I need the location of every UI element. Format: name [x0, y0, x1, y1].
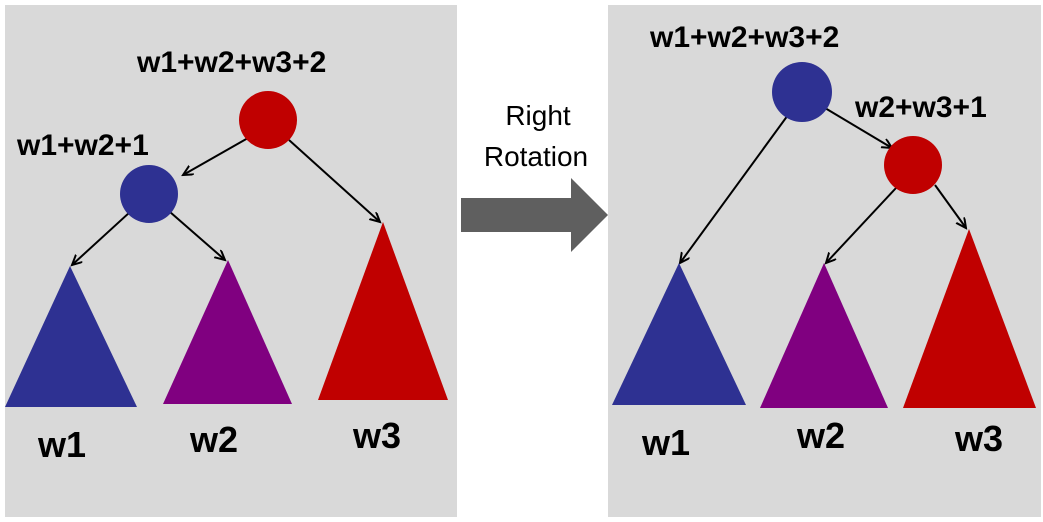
right-subtree-w1-triangle [612, 263, 746, 405]
left-child-node [120, 165, 178, 223]
left-panel: w1+w2+w3+2 w1+w2+1 w1 w2 w3 [5, 5, 457, 517]
right-subtree-w2-triangle [760, 263, 888, 408]
right-root-node [772, 62, 832, 122]
left-edge-root-to-child [183, 137, 249, 175]
right-child-label: w2+w3+1 [854, 91, 987, 124]
arrow-caption-line2: Rotation [484, 141, 588, 172]
left-root-node [239, 91, 297, 149]
right-root-label: w1+w2+w3+2 [649, 21, 839, 54]
left-child-label: w1+w2+1 [16, 129, 149, 162]
right-arrow-icon [461, 178, 608, 252]
left-edge-root-to-w3 [288, 139, 380, 222]
left-w1-label: w1 [37, 424, 86, 465]
right-child-node [884, 136, 942, 194]
right-edge-child-to-w2 [826, 187, 897, 263]
left-w2-label: w2 [189, 419, 238, 460]
left-edge-child-to-w2 [169, 211, 225, 260]
left-edge-child-to-w1 [72, 211, 131, 265]
right-edge-child-to-w3 [934, 184, 966, 228]
left-subtree-w3-triangle [318, 222, 448, 400]
left-w3-label: w3 [352, 415, 401, 456]
left-root-label: w1+w2+w3+2 [136, 46, 326, 79]
right-edge-root-to-child [824, 107, 892, 148]
right-panel: w1+w2+w3+2 w2+w3+1 w1 w2 w3 [608, 5, 1041, 517]
rotation-arrow: Right Rotation [461, 100, 608, 252]
right-w1-label: w1 [641, 422, 690, 463]
right-w3-label: w3 [954, 418, 1003, 459]
left-subtree-w1-triangle [5, 266, 137, 407]
right-w2-label: w2 [796, 415, 845, 456]
right-edge-root-to-w1 [680, 114, 789, 263]
right-subtree-w3-triangle [903, 229, 1036, 408]
left-subtree-w2-triangle [163, 260, 292, 404]
arrow-caption-line1: Right [505, 100, 571, 131]
